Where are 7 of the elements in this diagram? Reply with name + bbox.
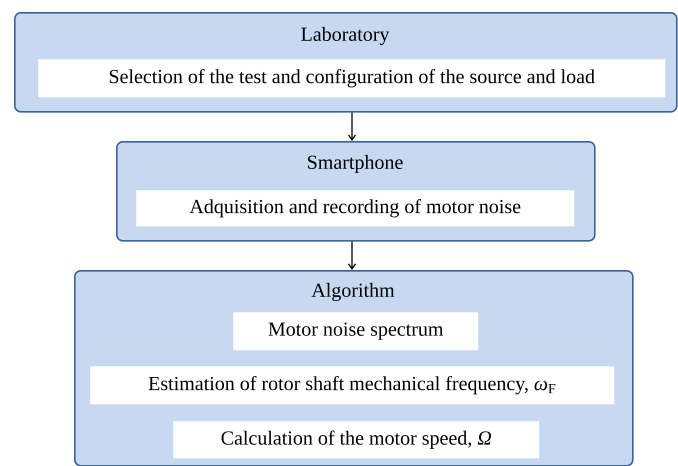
text-box: Estimation of rotor shaft mechanical frequency, ω$_{F}$	[90, 366, 614, 404]
text-box: Selection of the test and configuration of the source and load	[38, 59, 666, 98]
text-box: Calculation of the motor speed, Ω	[173, 421, 540, 458]
arrow	[348, 242, 356, 270]
arrow	[348, 112, 356, 141]
text-box: Adquisition and recording of motor noise	[136, 190, 574, 226]
text-box: Motor noise spectrum	[233, 312, 478, 350]
